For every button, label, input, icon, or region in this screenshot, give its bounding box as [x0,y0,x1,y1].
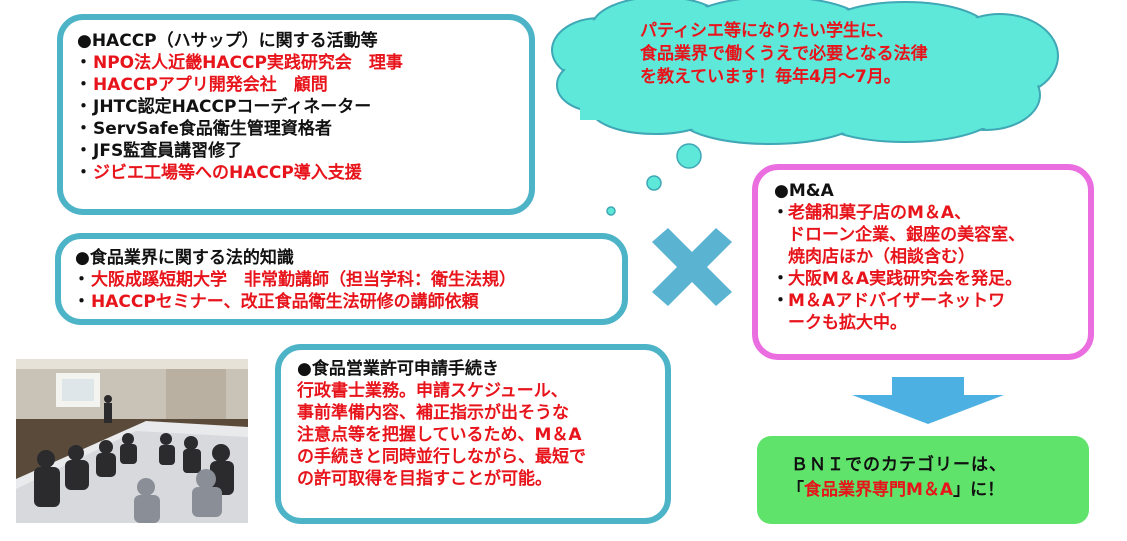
bni-line: ＢＮＩでのカテゴリーは、 [791,455,1007,475]
list-item: JFS監査員講習修了 [75,140,515,162]
list-item: 大阪M＆A実践研究会を発足。 [772,268,1074,290]
permit-line: 注意点等を把握しているため、M＆A [297,425,582,445]
list-item-line: ークも拡大中。 [788,313,907,333]
list-item-line: ドローン企業、銀座の美容室、 [788,225,1026,245]
list-item: HACCPアプリ開発会社 顧問 [75,74,515,96]
list-item: HACCPセミナー、改正食品衛生法研修の講師依頼 [73,291,608,313]
ma-box: ●M&A 老舗和菓子店のM＆A、 ドローン企業、銀座の美容室、 焼肉店ほか（相談… [752,164,1094,360]
list-item: M＆Aアドバイザーネットワ ークも拡大中。 [772,290,1074,334]
bni-category-box: ＢＮＩでのカテゴリーは、 「食品業界専門M＆A」に！ [757,436,1089,524]
permit-heading: ●食品営業許可申請手続き [297,359,499,379]
list-item-line: M＆Aアドバイザーネットワ [788,291,1006,311]
list-item-line: 大阪M＆A実践研究会を発足。 [788,269,1023,289]
list-item-line: 焼肉店ほか（相談含む） [788,247,975,267]
law-heading: ●食品業界に関する法的知識 [75,248,294,268]
thought-bubbles [606,143,702,216]
thought-cloud [551,0,1059,216]
law-list: 大阪成蹊短期大学 非常勤講師（担当学科：衛生法規） HACCPセミナー、改正食品… [73,269,608,313]
bni-bracket-open: 「 [787,480,804,500]
down-arrow [852,377,1004,424]
bni-line: 「食品業界専門M＆A」に！ [787,478,1089,503]
permit-line: の許可取得を目指すことが可能。 [297,469,552,489]
bni-category: 食品業界専門M＆A [804,480,954,500]
permit-line: 事前準備内容、補正指示が出そうな [297,403,569,423]
list-item: 大阪成蹊短期大学 非常勤講師（担当学科：衛生法規） [73,269,608,291]
cloud-line: パティシエ等になりたい学生に、 [640,21,894,41]
list-item: ServSafe食品衛生管理資格者 [75,118,515,140]
haccp-heading: ●HACCP（ハサップ）に関する活動等 [77,31,378,51]
cloud-line: を教えています！毎年4月～7月。 [640,67,901,87]
haccp-list: NPO法人近畿HACCP実践研究会 理事 HACCPアプリ開発会社 顧問 JHT… [75,52,515,184]
list-item: 老舗和菓子店のM＆A、 ドローン企業、銀座の美容室、 焼肉店ほか（相談含む） [772,202,1074,268]
permit-line: の手続きと同時並行しながら、最短で [297,447,586,467]
list-item-line: 老舗和菓子店のM＆A、 [788,203,972,223]
list-item: ジビエ工場等へのHACCP導入支援 [75,162,515,184]
legal-knowledge-box: ●食品業界に関する法的知識 大阪成蹊短期大学 非常勤講師（担当学科：衛生法規） … [55,233,628,325]
ma-list: 老舗和菓子店のM＆A、 ドローン企業、銀座の美容室、 焼肉店ほか（相談含む） 大… [772,202,1074,334]
ma-heading: ●M&A [774,181,834,201]
cloud-line: 食品業界で働くうえで必要となる法律 [640,44,928,64]
food-business-permit-box: ●食品営業許可申請手続き 行政書士業務。申請スケジュール、 事前準備内容、補正指… [275,344,671,524]
list-item: JHTC認定HACCPコーディネーター [75,96,515,118]
haccp-activities-box: ●HACCP（ハサップ）に関する活動等 NPO法人近畿HACCP実践研究会 理事… [57,14,535,215]
bni-bracket-close: 」に！ [953,480,1005,500]
list-item: NPO法人近畿HACCP実践研究会 理事 [75,52,515,74]
permit-line: 行政書士業務。申請スケジュール、 [297,381,568,401]
cloud-text: パティシエ等になりたい学生に、 食品業界で働くうえで必要となる法律 を教えていま… [640,20,928,89]
cross-mark [652,228,732,306]
seminar-photo [16,359,248,523]
